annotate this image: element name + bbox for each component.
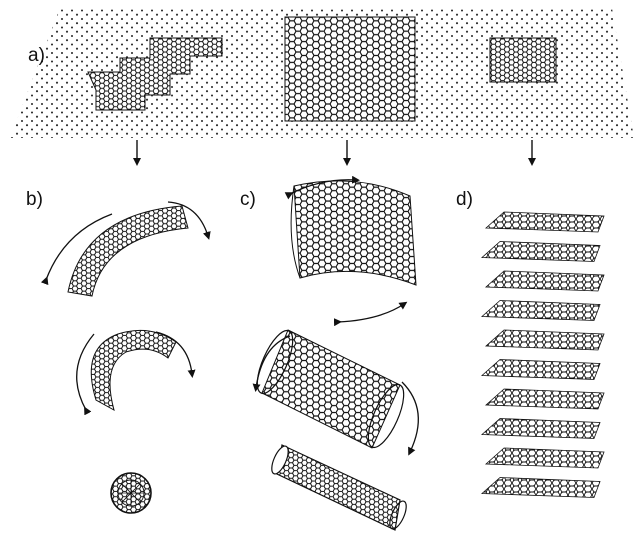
graphene-layer	[482, 419, 600, 439]
graphene-layer	[486, 212, 604, 232]
curling-sheet-arc	[68, 206, 188, 296]
stacked-graphene-layers	[482, 212, 604, 498]
panel-label-c: c)	[240, 189, 256, 210]
panel-label-d: d)	[456, 189, 473, 210]
graphene-layer	[482, 242, 600, 262]
graphene-layer	[486, 448, 604, 468]
panel-b: b)	[26, 189, 208, 513]
curved-arrow-icon	[338, 304, 404, 322]
rectangular-patch	[285, 17, 415, 121]
graphene-layer	[486, 271, 604, 291]
down-arrows	[137, 140, 532, 162]
panel-d: d)	[456, 189, 604, 498]
rolling-sheet	[291, 181, 416, 285]
curved-arrow-icon	[402, 382, 418, 452]
graphene-layer	[482, 301, 600, 321]
fullerene-ball	[111, 473, 151, 513]
graphene-layer	[486, 389, 604, 409]
panel-label-b: b)	[26, 189, 43, 210]
panel-a: a)	[10, 8, 634, 138]
graphene-layer	[482, 360, 600, 380]
square-patch	[490, 38, 556, 82]
nanotube	[268, 444, 409, 531]
panel-c: c)	[240, 180, 418, 531]
closing-cage	[91, 330, 176, 410]
graphene-layer	[482, 478, 600, 498]
graphene-layer	[486, 330, 604, 350]
panel-label-a: a)	[28, 45, 45, 66]
